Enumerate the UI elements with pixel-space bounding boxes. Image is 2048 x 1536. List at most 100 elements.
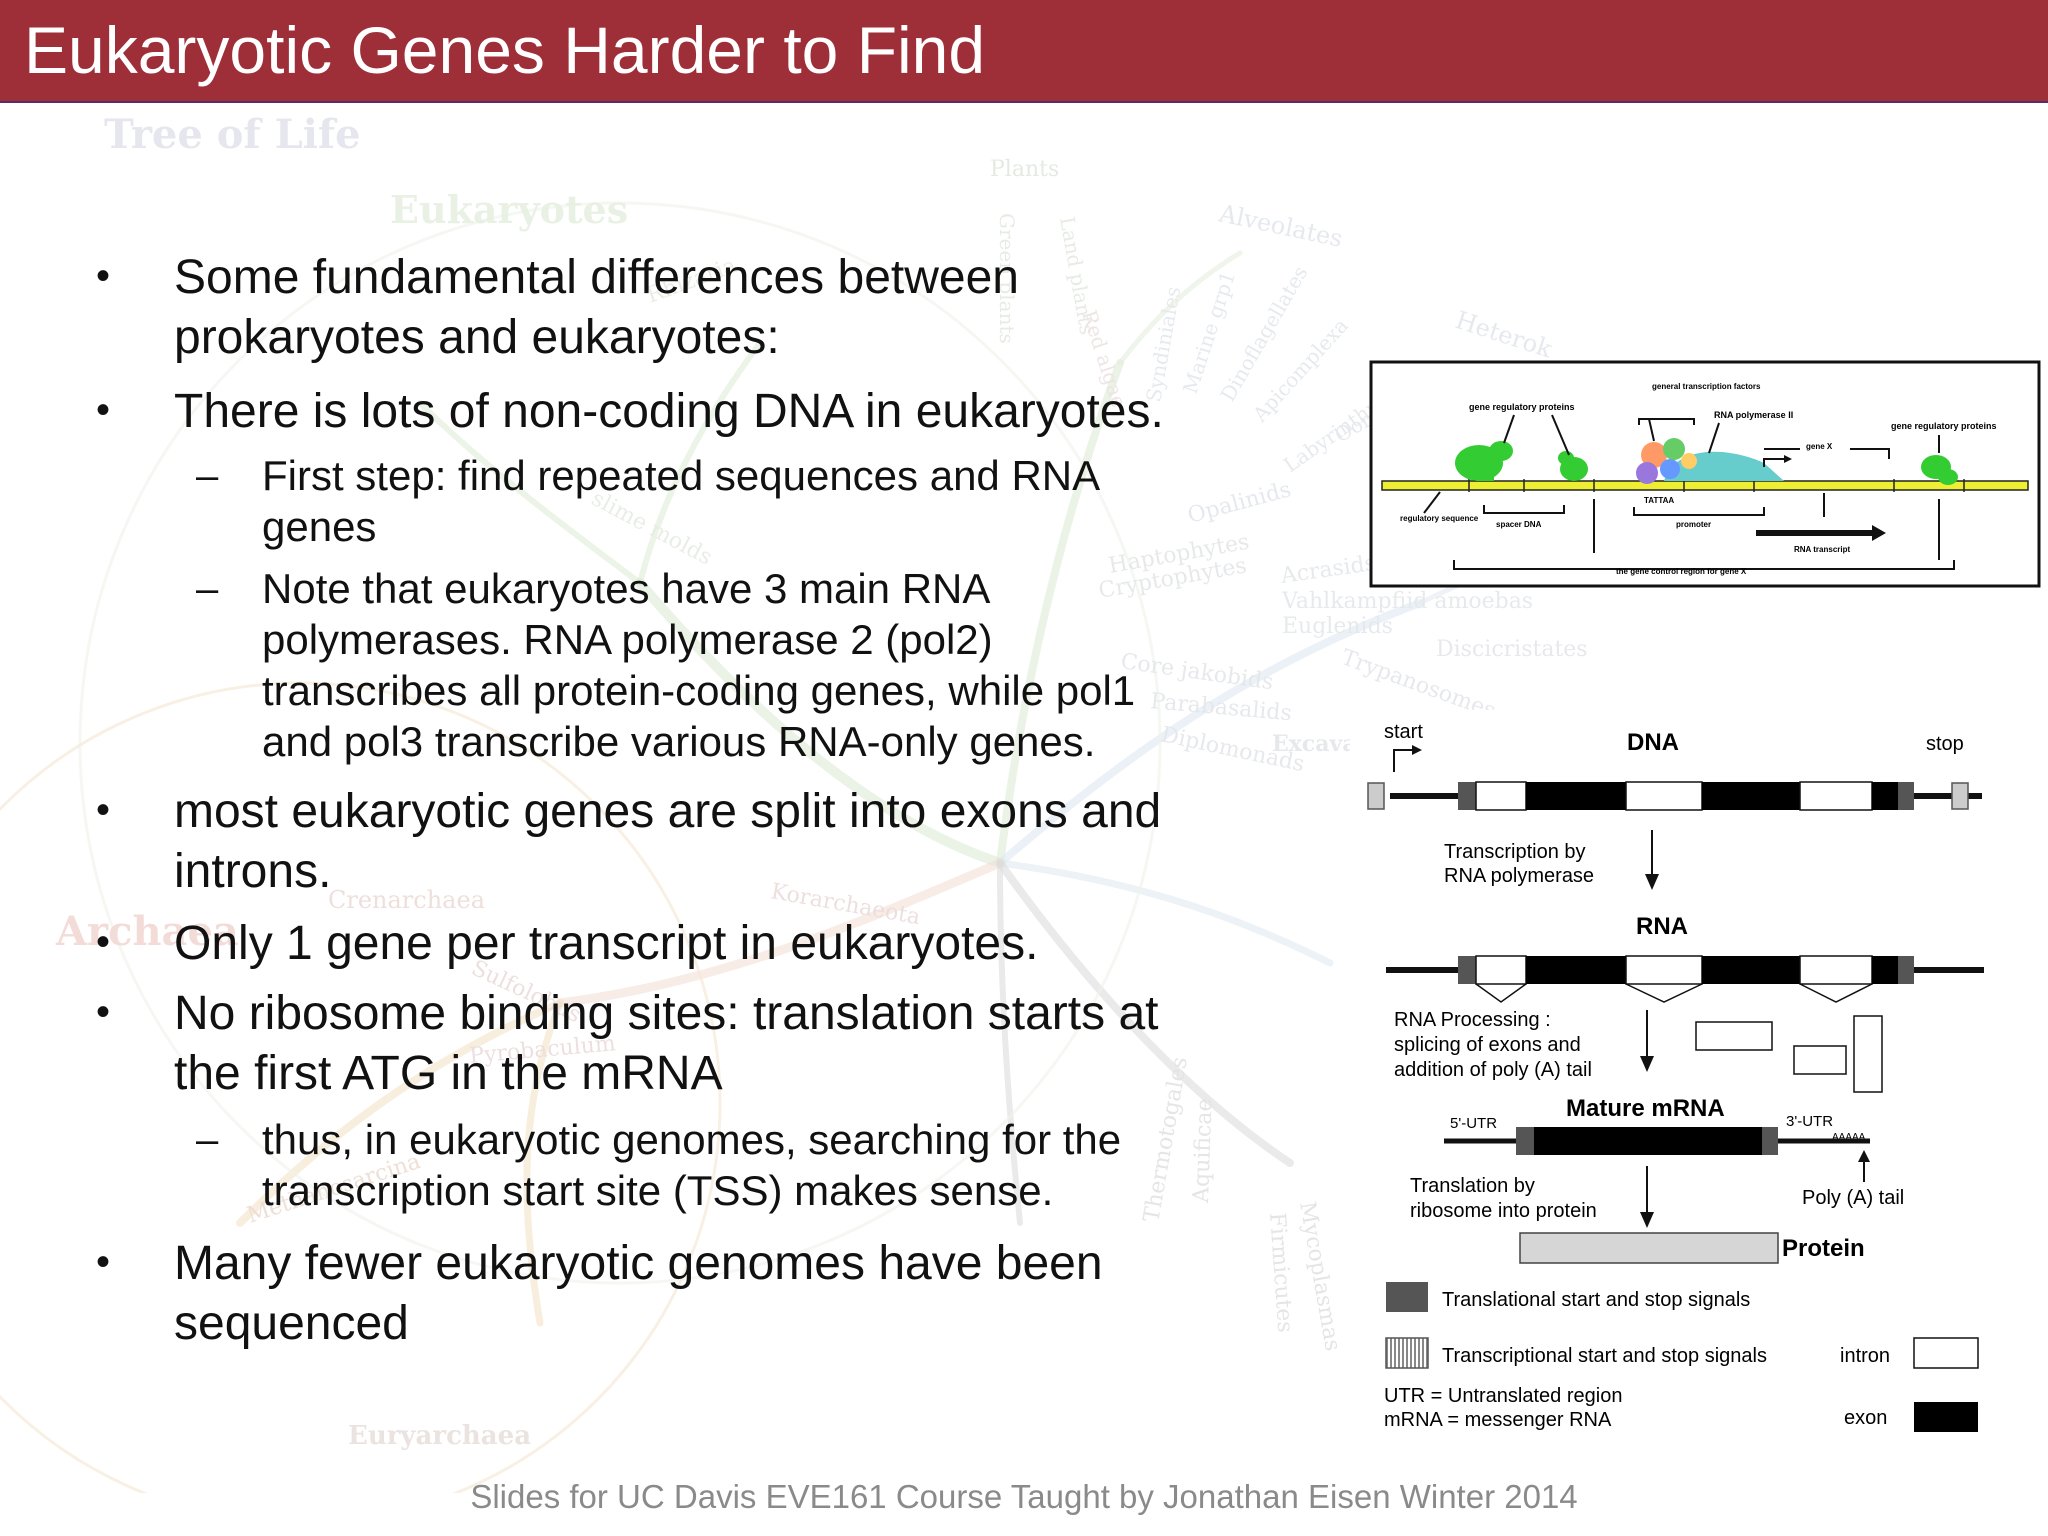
dna-gene-blocks	[1458, 781, 1914, 811]
tree-branch	[996, 859, 1334, 967]
label-general-transcription-factors: general transcription factors	[1652, 382, 1761, 391]
sub-bullet-line: Note that eukaryotes have 3 main RNA	[262, 565, 991, 612]
tree-ring	[0, 681, 722, 1493]
legend-translational: Translational start and stop signals	[1442, 1289, 1750, 1311]
label-rna: RNA	[1636, 913, 1688, 940]
label-promoter: promoter	[1676, 520, 1711, 529]
tree-label-discicristates: Discicristates	[1436, 637, 1588, 662]
label-regulatory-sequence-1: regulatory sequence	[1400, 514, 1479, 523]
tree-label-aquificae: Aquificae	[1189, 1098, 1218, 1204]
gene-regulatory-protein-left	[1455, 441, 1513, 481]
label-start: start	[1384, 721, 1423, 743]
bullet-line: sequenced	[174, 1297, 409, 1350]
tree-label-vahlkampfiid: Vahlkampfiid amoebas	[1281, 589, 1533, 614]
label-transcription-1: Transcription by	[1444, 841, 1586, 863]
tree-label-mycoplasmas: Mycoplasmas	[1294, 1200, 1345, 1353]
leader-lines	[1503, 414, 1940, 459]
bullet-line: Only 1 gene per transcript in eukaryotes…	[174, 917, 1039, 970]
gene-regulatory-protein-mid	[1558, 451, 1588, 481]
gene-control-region-figure: gene regulatory proteins general transcr…	[1369, 360, 2041, 588]
title-bar: Eukaryotic Genes Harder to Find	[0, 0, 2048, 103]
tree-title: Tree of Life	[104, 111, 361, 158]
gene-regulatory-protein-right	[1921, 455, 1958, 485]
bullet-line: prokaryotes and eukaryotes:	[174, 311, 780, 364]
label-processing-3: addition of poly (A) tail	[1394, 1059, 1592, 1081]
tree-branch	[555, 858, 1005, 1008]
sub-bullet-line: thus, in eukaryotic genomes, searching f…	[262, 1116, 1122, 1163]
tree-branch	[637, 340, 763, 586]
bullet-marker: •	[96, 788, 111, 832]
sub-bullet-line: polymerases. RNA polymerase 2 (pol2)	[262, 616, 993, 663]
label-rna-polymerase-ii: RNA polymerase II	[1714, 410, 1793, 420]
sub-bullet-marker: –	[196, 454, 219, 498]
tree-branch	[635, 578, 1005, 868]
legend-transcriptional: Transcriptional start and stop signals	[1442, 1345, 1767, 1367]
label-gene-regulatory-proteins-left: gene regulatory proteins	[1469, 402, 1575, 412]
bullet-marker: •	[96, 990, 111, 1034]
label-protein: Protein	[1782, 1235, 1865, 1262]
label-dna: DNA	[1627, 729, 1679, 756]
start-arrow	[1393, 749, 1414, 772]
bullet-line: No ribosome binding sites: translation s…	[174, 987, 1159, 1040]
bullet-list: • Some fundamental differences between p…	[96, 251, 1164, 1350]
tree-label-archaea: Archaea	[55, 908, 239, 955]
tree-branch	[996, 359, 1124, 867]
tree-label-eukaryotes: Eukaryotes	[390, 187, 628, 232]
mrna-coding-region	[1534, 1127, 1762, 1155]
label-stop: stop	[1926, 733, 1964, 755]
label-processing-1: RNA Processing :	[1394, 1009, 1551, 1031]
label-mature-mrna: Mature mRNA	[1566, 1095, 1725, 1122]
legend-transcriptional-swatch	[1385, 1337, 1429, 1369]
tree-branch	[996, 599, 1424, 867]
label-transcription-2: RNA polymerase	[1444, 865, 1594, 887]
tree-branch	[417, 400, 643, 586]
gene-expression-figure: start DNA stop Transcription by RNA poly…	[1350, 710, 2000, 1440]
tree-label-plants: Plants	[990, 157, 1059, 182]
sub-bullet-line: transcribes all protein-coding genes, wh…	[262, 667, 1136, 714]
bullet-marker: •	[96, 254, 111, 298]
sub-bullet-line: First step: find repeated sequences and …	[262, 452, 1101, 499]
label-gene-x: gene X	[1806, 442, 1833, 451]
bullet-marker: •	[96, 388, 111, 432]
label-3utr: 3'-UTR	[1786, 1113, 1833, 1130]
bullet-line: most eukaryotic genes are split into exo…	[174, 785, 1162, 838]
bullet-line: introns.	[174, 845, 332, 898]
label-tattaa: TATTAA	[1644, 496, 1674, 505]
transcription-stop-signal	[1951, 782, 1969, 810]
bullet-line: the first ATG in the mRNA	[174, 1047, 723, 1100]
label-processing-2: splicing of exons and	[1394, 1034, 1581, 1056]
bullet-marker: •	[96, 920, 111, 964]
protein-bar	[1519, 1232, 1779, 1264]
dna-segment-dividers	[1468, 479, 1965, 492]
legend-translational-swatch	[1386, 1282, 1428, 1312]
tree-branch	[1117, 250, 1243, 366]
tree-branch	[996, 859, 1294, 1167]
general-transcription-factors	[1636, 438, 1697, 484]
label-5utr: 5'-UTR	[1450, 1115, 1497, 1132]
legend-exon-swatch	[1914, 1402, 1978, 1432]
bullet-line: Many fewer eukaryotic genomes have been	[174, 1237, 1103, 1290]
dna-strand	[1381, 480, 2029, 491]
slide-title: Eukaryotic Genes Harder to Find	[24, 13, 986, 87]
legend-intron-swatch	[1913, 1337, 1979, 1369]
label-translation-2: ribosome into protein	[1410, 1200, 1597, 1222]
label-aaaaa: AAAAA	[1832, 1132, 1866, 1143]
rna-gene-blocks	[1458, 955, 1914, 985]
label-rna-transcript: RNA transcript	[1794, 545, 1850, 554]
label-polya-tail: Poly (A) tail	[1802, 1187, 1904, 1209]
bullet-line: Some fundamental differences between	[174, 251, 1019, 304]
tree-label-green-plants: Green plants	[995, 213, 1019, 344]
label-translation-1: Translation by	[1410, 1175, 1535, 1197]
slide-footer: Slides for UC Davis EVE161 Course Taught…	[470, 1478, 1578, 1515]
tree-branch	[997, 860, 1023, 1226]
tree-branch	[236, 999, 564, 1227]
transcription-start-arrow	[1763, 458, 1784, 467]
bullet-line: There is lots of non-coding DNA in eukar…	[174, 385, 1164, 438]
sub-bullet-marker: –	[196, 567, 219, 611]
sub-bullet-marker: –	[196, 1118, 219, 1162]
legend-utr: UTR = Untranslated region	[1384, 1385, 1622, 1407]
mrna-stop-signal	[1762, 1127, 1778, 1155]
label-control-region: the gene control region for gene X	[1616, 567, 1747, 576]
legend-exon: exon	[1844, 1407, 1887, 1429]
